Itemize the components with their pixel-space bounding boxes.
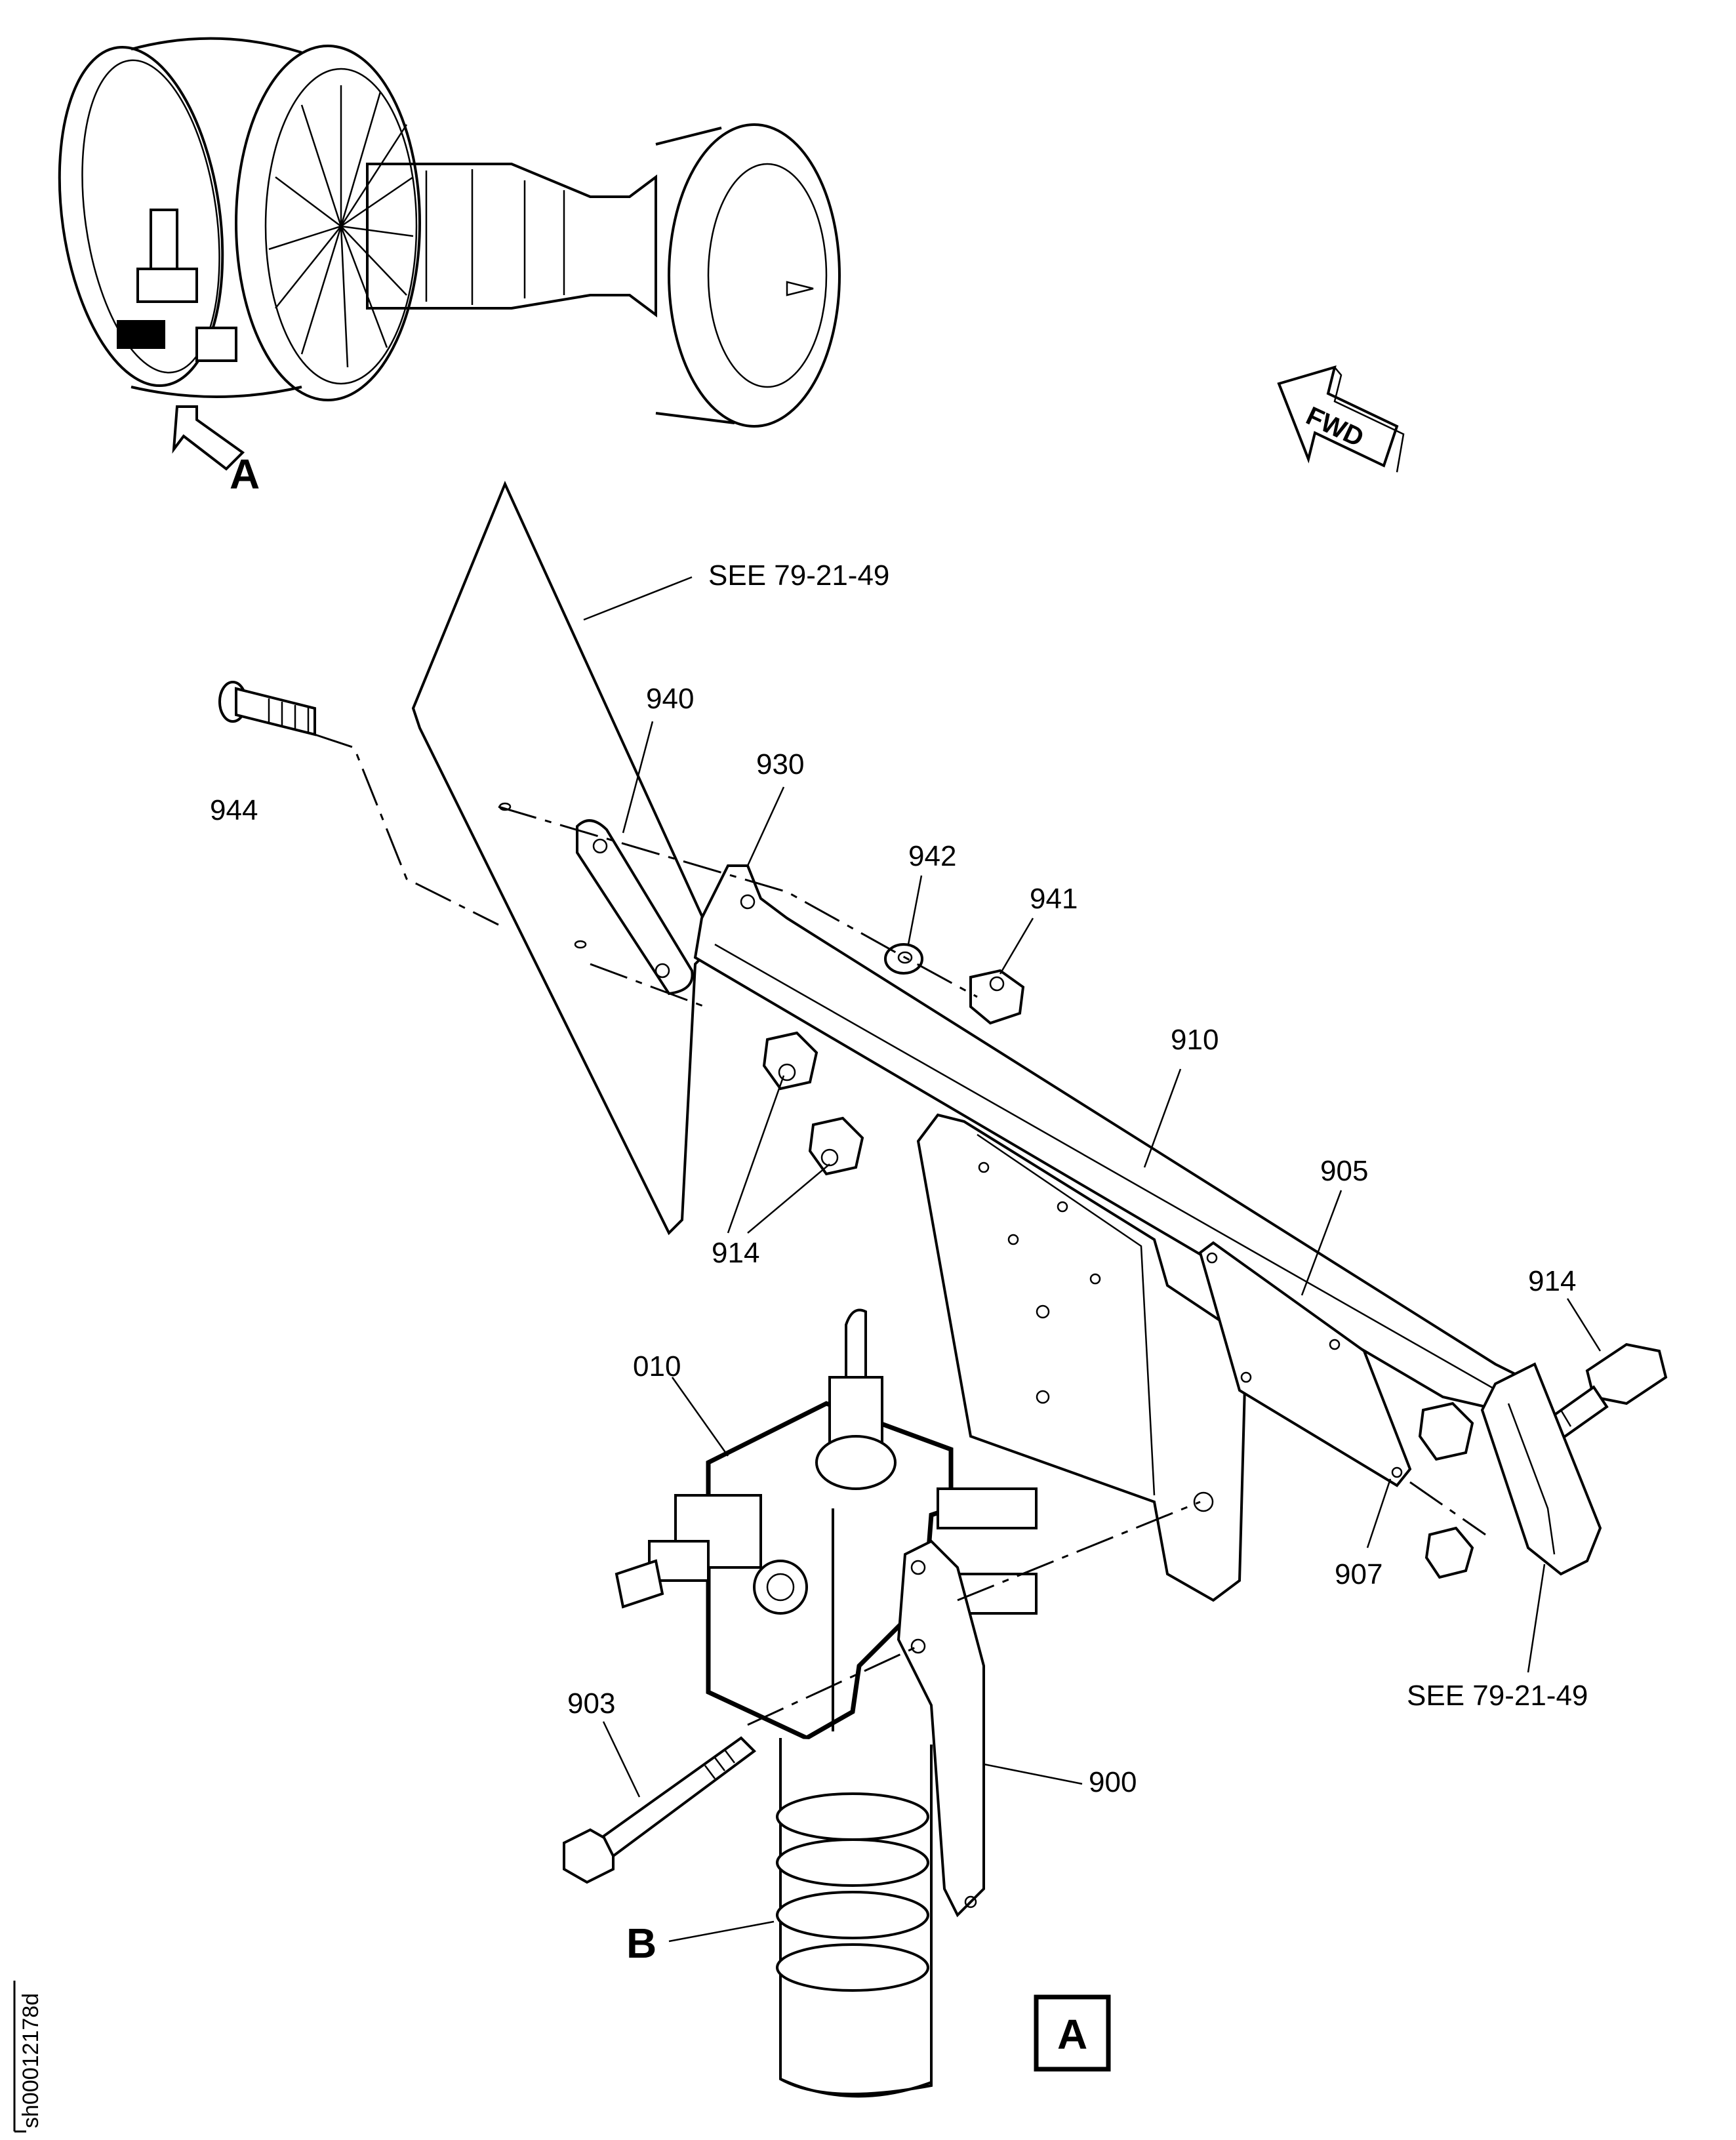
document-id: sh00012178d bbox=[13, 1981, 43, 2133]
callout-941: 941 bbox=[1030, 883, 1078, 915]
detail-b-label: B bbox=[626, 1920, 656, 1967]
leader-lines bbox=[583, 576, 1602, 1943]
callout-910: 910 bbox=[1171, 1024, 1219, 1056]
reference-label-bottom: SEE 79-21-49 bbox=[1407, 1680, 1588, 1712]
callout-907: 907 bbox=[1335, 1558, 1383, 1590]
callout-903: 903 bbox=[567, 1687, 615, 1720]
callout-900: 900 bbox=[1089, 1766, 1137, 1798]
nut-941 bbox=[969, 969, 1025, 1025]
forward-direction-arrow: FWD bbox=[1277, 365, 1405, 473]
engine-overview: A bbox=[58, 37, 841, 498]
callout-914-left: 914 bbox=[712, 1237, 759, 1269]
view-a-box-label: A bbox=[1057, 2011, 1087, 2058]
bolt-903 bbox=[563, 1736, 757, 1884]
view-a-box: A bbox=[1034, 1994, 1111, 2072]
callout-010: 010 bbox=[633, 1350, 681, 1383]
bracket-900 bbox=[897, 1539, 985, 1918]
callout-940: 940 bbox=[646, 683, 694, 715]
sub-bracket bbox=[916, 1113, 1248, 1602]
callout-914-right: 914 bbox=[1528, 1265, 1576, 1297]
assembly-center-lines bbox=[314, 733, 1486, 1726]
clip-right bbox=[1480, 1362, 1602, 1576]
mounting-panel bbox=[411, 480, 717, 1236]
gasket-905 bbox=[1198, 1241, 1412, 1487]
bracket-910 bbox=[693, 864, 1537, 1419]
callout-942: 942 bbox=[908, 840, 956, 872]
callout-labels: SEE 79-21-49 944 940 930 942 941 910 905… bbox=[210, 559, 1588, 1967]
callout-905: 905 bbox=[1320, 1155, 1368, 1187]
callout-930: 930 bbox=[756, 748, 804, 780]
link-940 bbox=[576, 819, 694, 996]
valve-assembly-010 bbox=[615, 1308, 1038, 1741]
reference-label-top: SEE 79-21-49 bbox=[708, 559, 889, 592]
nuts-914 bbox=[762, 1031, 1474, 1579]
bolt-944 bbox=[218, 681, 316, 737]
cylinder-b bbox=[776, 1738, 933, 2098]
view-a-label: A bbox=[230, 451, 260, 498]
document-id-label: sh00012178d bbox=[18, 1993, 43, 2128]
callout-944: 944 bbox=[210, 794, 258, 826]
